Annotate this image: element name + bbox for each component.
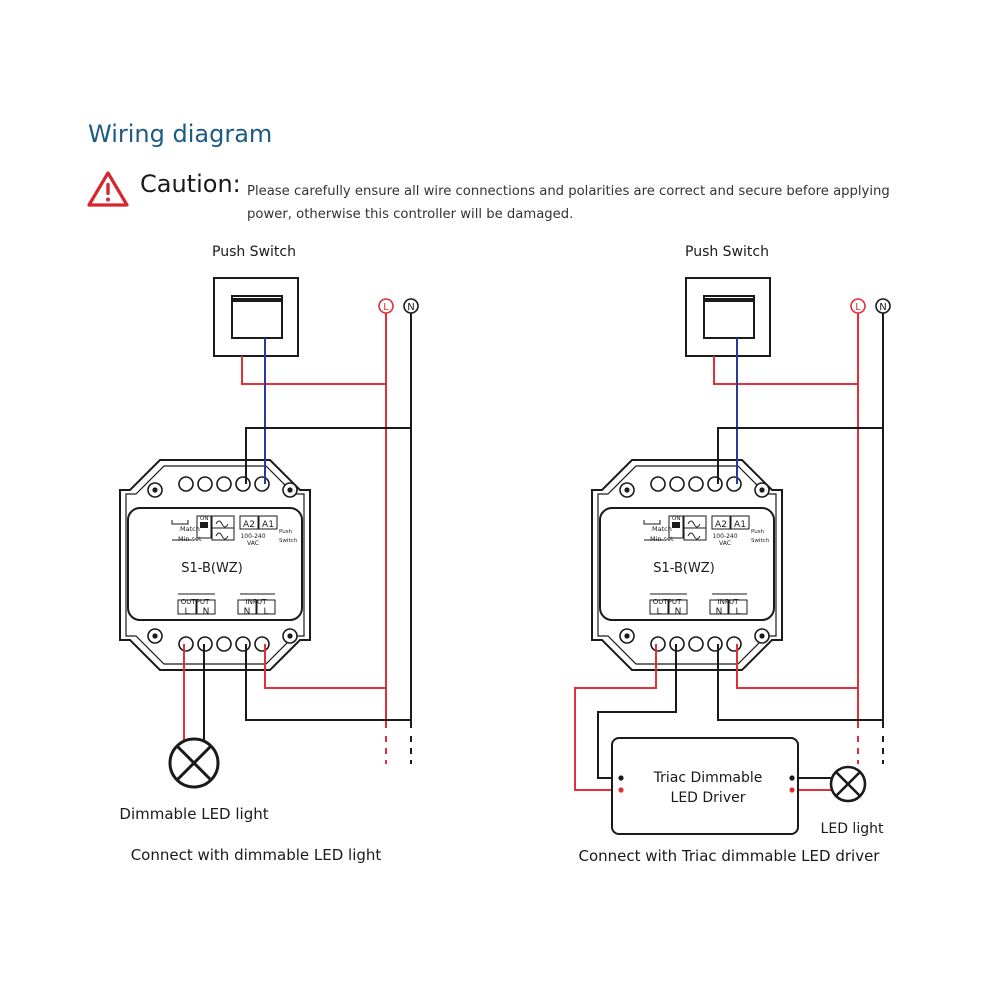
svg-text:N: N: [716, 607, 723, 617]
triac-led-driver: [611, 737, 799, 835]
svg-text:VAC: VAC: [719, 540, 731, 547]
right-line-l-terminal: [850, 298, 866, 314]
caution-label: Caution:: [140, 170, 241, 198]
svg-text:N: N: [675, 607, 682, 617]
svg-text:100-240: 100-240: [712, 533, 737, 540]
svg-text:INPUT: INPUT: [246, 598, 268, 606]
right-load-label: LED light: [821, 821, 884, 837]
svg-text:N: N: [244, 607, 251, 617]
svg-text:100-240: 100-240: [240, 533, 265, 540]
left-module-labels: Match Min set ON A2 A1 100-240 VAC Push …: [178, 516, 298, 617]
svg-text:S1-B(WZ): S1-B(WZ): [653, 561, 715, 576]
svg-text:Match: Match: [652, 525, 672, 533]
svg-text:Push: Push: [751, 529, 765, 535]
svg-text:ON: ON: [672, 516, 680, 522]
svg-text:N: N: [407, 302, 414, 313]
svg-text:OUTPUT: OUTPUT: [181, 598, 210, 606]
svg-text:Match: Match: [180, 525, 200, 533]
left-load-label: Dimmable LED light: [119, 805, 268, 823]
warning-triangle-icon: [87, 171, 129, 207]
svg-text:A1: A1: [262, 520, 274, 530]
driver-label-line2: LED Driver: [671, 790, 746, 806]
svg-text:OUTPUT: OUTPUT: [653, 598, 682, 606]
svg-text:L: L: [735, 607, 740, 617]
svg-text:A1: A1: [734, 520, 746, 530]
svg-text:L: L: [855, 302, 861, 313]
svg-text:A2: A2: [715, 520, 727, 530]
svg-text:N: N: [203, 607, 210, 617]
svg-text:A2: A2: [243, 520, 255, 530]
lamp-icon: [829, 765, 867, 803]
right-caption: Connect with Triac dimmable LED driver: [579, 847, 881, 865]
svg-text:Min set: Min set: [650, 535, 674, 543]
svg-text:L: L: [263, 607, 268, 617]
svg-text:Switch: Switch: [279, 538, 298, 544]
page-title: Wiring diagram: [88, 120, 273, 148]
driver-label-line1: Triac Dimmable: [653, 770, 763, 786]
svg-text:ON: ON: [200, 516, 208, 522]
svg-text:Push: Push: [279, 529, 293, 535]
svg-text:N: N: [879, 302, 886, 313]
svg-text:L: L: [383, 302, 389, 313]
caution-text: Please carefully ensure all wire connect…: [247, 184, 890, 222]
left-line-l-terminal: [378, 298, 394, 314]
svg-text:L: L: [656, 607, 661, 617]
lamp-icon: [168, 737, 220, 789]
left-switch-label: Push Switch: [212, 244, 296, 260]
svg-text:S1-B(WZ): S1-B(WZ): [181, 561, 243, 576]
svg-text:Min set: Min set: [178, 535, 202, 543]
svg-text:INPUT: INPUT: [718, 598, 740, 606]
right-module-labels: Match Min set ON A2 A1 100-240 VAC Push …: [650, 516, 770, 617]
left-caption: Connect with dimmable LED light: [131, 846, 382, 864]
svg-text:Switch: Switch: [751, 538, 770, 544]
svg-text:VAC: VAC: [247, 540, 259, 547]
right-switch-label: Push Switch: [685, 244, 769, 260]
right-line-n-terminal: [875, 298, 891, 314]
right-diagram: L N: [574, 277, 891, 835]
left-diagram: L N: [119, 277, 419, 789]
left-line-n-terminal: [403, 298, 419, 314]
svg-text:L: L: [184, 607, 189, 617]
